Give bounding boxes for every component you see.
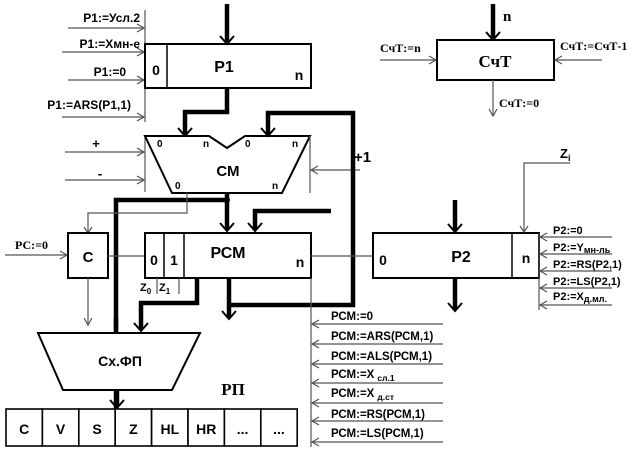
p2-input-label: Р2:=Хд.мл. xyxy=(553,291,607,304)
rsm-bit0: 0 xyxy=(150,252,158,268)
bus-arrowhead xyxy=(219,222,235,233)
rsm-control-inputs: РСМ:=0 РСМ:=ARS(РСМ,1) РСМ:=ALS(РСМ,1) Р… xyxy=(310,311,443,447)
counter-top-input: n xyxy=(503,9,512,25)
rsm-z1: Z1 xyxy=(159,282,171,296)
c-reset-label: РС:=0 xyxy=(15,238,48,252)
p2-input-label: Р2:=RS(Р2,1) xyxy=(553,259,622,271)
adder-body xyxy=(143,135,312,194)
flag-cell-reserved: ... xyxy=(223,408,262,447)
bus-rsm-sign-to-flag-logic xyxy=(138,278,200,330)
rsm-input-label: РСМ:=ALS(РСМ,1) xyxy=(331,351,432,363)
counter-right-label: СчТ:=СчТ-1 xyxy=(560,39,627,53)
rsm-input-label: РСМ:=ARS(РСМ,1) xyxy=(331,331,433,343)
flag-cell-box xyxy=(41,408,80,447)
adder-in-b-high: n xyxy=(292,139,298,150)
p1-control-inputs: Р1:=Усл.2 Р1:=Хмн-е Р1:=0 Р1:=ARS(Р1,1) xyxy=(47,10,146,122)
flag-cell-label: C xyxy=(19,421,29,437)
flag-cell-box xyxy=(5,408,44,447)
p1-body xyxy=(144,43,312,89)
p1-input-label: Р1:=0 xyxy=(94,65,127,79)
bus-arrowhead xyxy=(221,310,237,321)
flag-cell-hl: HL xyxy=(150,408,189,447)
p1-input-label: Р1:=ARS(Р1,1) xyxy=(47,98,131,112)
flags-register: C V S Z HL HR...... xyxy=(5,408,298,447)
adder-out-low: 0 xyxy=(175,181,181,192)
p2-input-label: Р2:=Yмн-ль xyxy=(553,242,611,255)
adder-plus-label: + xyxy=(92,136,100,151)
c-flag-block: C РС:=0 xyxy=(5,232,145,327)
adder-carry-label: +1 xyxy=(354,149,371,166)
p2-input-label: Р2:=LS(Р2,1) xyxy=(553,276,621,288)
p2-bit-low: 0 xyxy=(379,252,387,268)
flag-cell-s: S xyxy=(78,408,117,447)
flag-cell-label: S xyxy=(92,421,101,437)
flag-logic-name: Сх.ФП xyxy=(98,353,142,369)
flag-logic-block: Сх.ФП xyxy=(36,332,202,391)
adder-block: 0 n 0 n 0 n СМ xyxy=(143,135,312,194)
adder-in-a-low: 0 xyxy=(157,139,163,150)
p2-bit-high: n xyxy=(522,250,531,266)
bus-arrowhead xyxy=(260,127,276,138)
p2-input-label: Р2:=0 xyxy=(553,225,583,237)
flag-cell-label: V xyxy=(56,421,66,437)
adder-name: СМ xyxy=(216,163,239,180)
adder-in-a-high: n xyxy=(203,139,209,150)
rsm-input-label: РСМ:=0 xyxy=(331,311,373,323)
c-flag-name: C xyxy=(83,249,94,266)
rsm-bit1: 1 xyxy=(170,252,178,268)
counter-bottom-label: СчТ:=0 xyxy=(499,96,539,110)
counter-left-label: СчТ:=n xyxy=(380,41,421,55)
adder-in-b-low: 0 xyxy=(245,139,251,150)
rsm-bit-high: n xyxy=(296,254,305,270)
bus-arrowhead xyxy=(247,222,263,233)
flag-cell-label: HR xyxy=(196,421,216,437)
bus-p1-to-adder xyxy=(182,88,230,135)
p1-bit-low: 0 xyxy=(152,62,160,78)
flag-cell-z: Z xyxy=(114,408,153,447)
counter-name: СчТ xyxy=(479,52,513,71)
flag-cell-box xyxy=(259,408,298,447)
flag-cell-c: C xyxy=(5,408,44,447)
rsm-input-label: РСМ:=RS(РСМ,1) xyxy=(331,409,425,421)
flag-cell-box xyxy=(187,408,226,447)
flag-cell-v: V xyxy=(41,408,80,447)
adder-minus-label: - xyxy=(98,166,102,181)
p2-name: Р2 xyxy=(451,249,471,266)
counter-body xyxy=(436,39,555,81)
bus-p2-to-rsm xyxy=(252,208,331,230)
bus-arrowhead xyxy=(109,399,125,410)
register-p1: 0 Р1 n xyxy=(144,43,312,89)
register-p2: 0 Р2 n xyxy=(372,232,540,279)
adder-out-high: n xyxy=(272,181,278,192)
bus-arrowhead xyxy=(133,322,149,333)
zi-line xyxy=(523,162,570,231)
flag-cell-hr: HR xyxy=(187,408,226,447)
flag-cell-label: ... xyxy=(273,421,285,437)
flag-cell-reserved: ... xyxy=(259,408,298,447)
p2-output-arrowhead xyxy=(447,302,463,313)
p1-input-label: Р1:=Усл.2 xyxy=(83,11,140,25)
p1-name: Р1 xyxy=(214,59,234,76)
rsm-z0: Z0 xyxy=(140,282,152,296)
p2-control-inputs: Р2:=0 Р2:=Yмн-ль Р2:=RS(Р2,1) Р2:=LS(Р2,… xyxy=(538,225,622,310)
p1-bit-high: n xyxy=(295,67,304,83)
rsm-name: РСМ xyxy=(211,245,246,262)
counter-block: n СчТ СчТ:=n СчТ:=СчТ-1 СчТ:=0 xyxy=(380,4,627,118)
p1-input-arrowhead xyxy=(219,35,235,46)
p2-zi: Zi xyxy=(560,146,570,163)
flags-register-name: РП xyxy=(221,380,245,399)
flag-logic-body xyxy=(36,332,202,391)
p1-input-label: Р1:=Хмн-е xyxy=(80,37,141,51)
rsm-input-label: РСМ:=LS(РСМ,1) xyxy=(331,428,424,440)
carry-to-c-line xyxy=(87,193,188,232)
register-rsm: 0 1 РСМ n Z0 Z1 xyxy=(140,232,312,296)
flag-cell-label: HL xyxy=(160,421,179,437)
flag-cell-label: Z xyxy=(129,421,138,437)
flag-cell-label: ... xyxy=(237,421,249,437)
bus-rsm-feedback xyxy=(229,110,356,308)
zi-arrowhead xyxy=(519,225,529,234)
flag-cell-box xyxy=(78,408,117,447)
